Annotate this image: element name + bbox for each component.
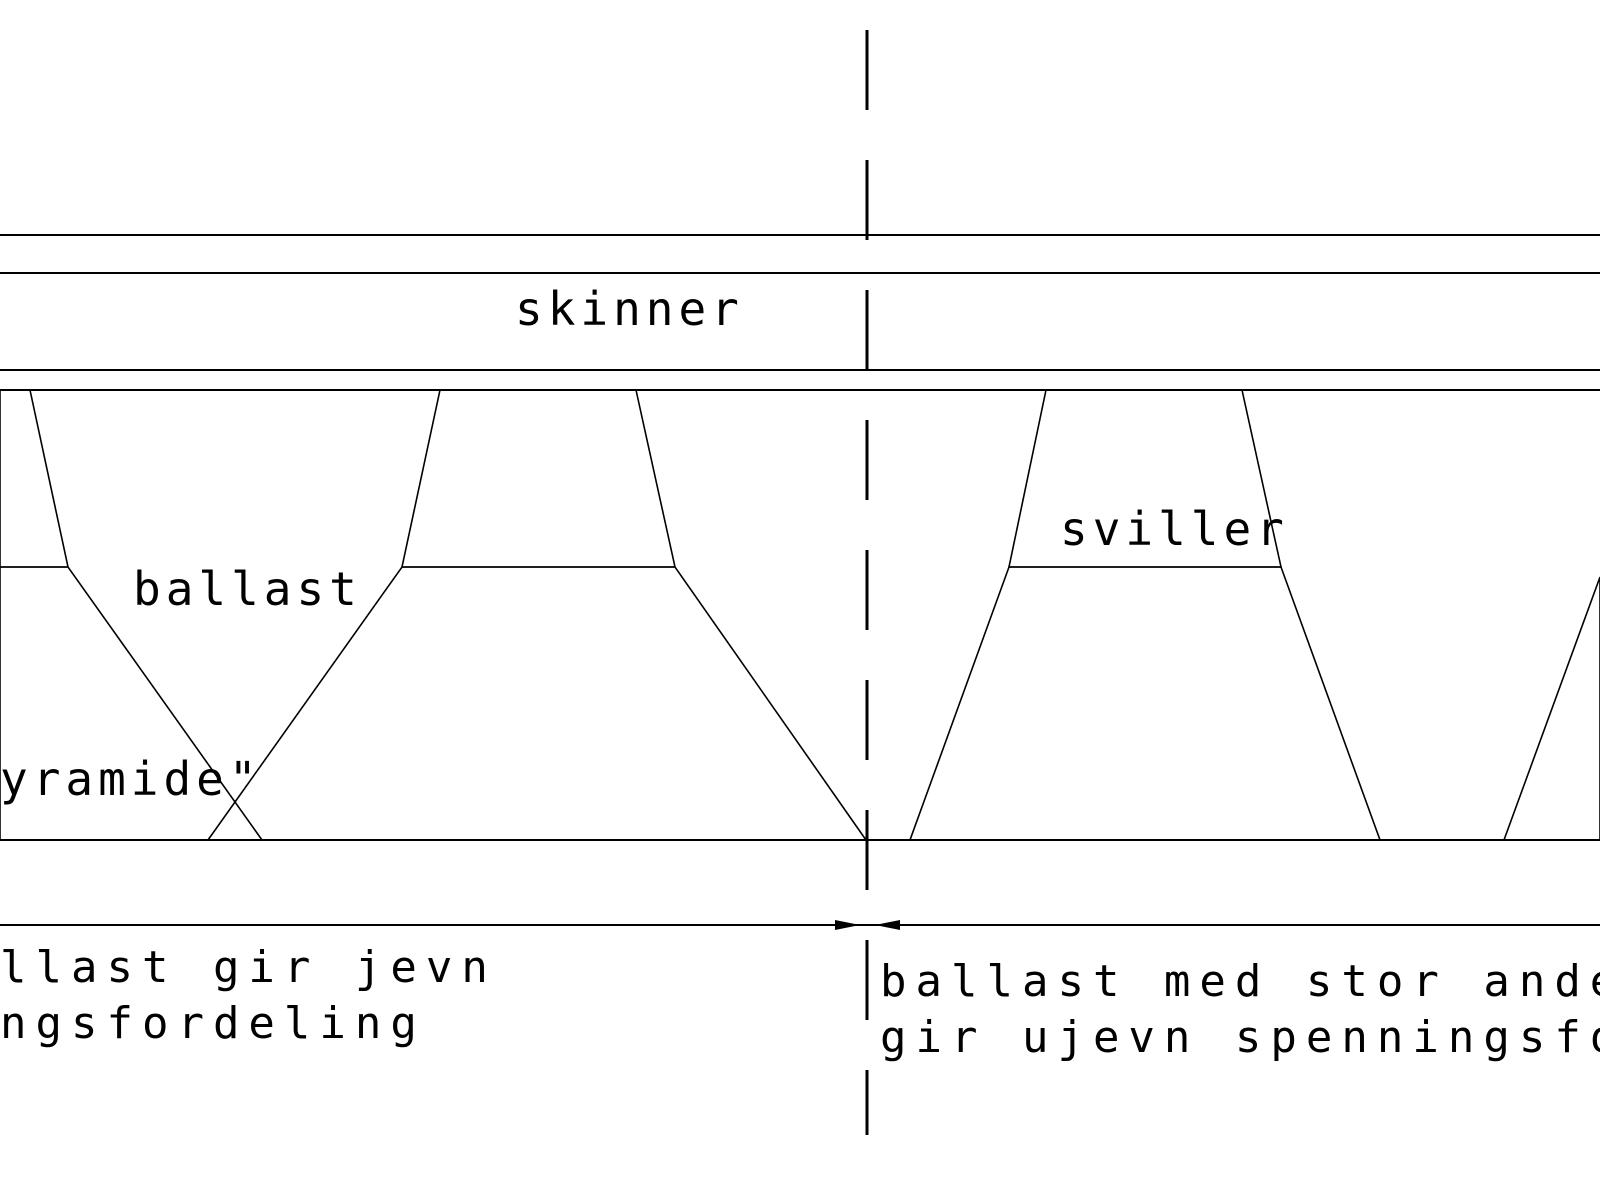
ballast-label: ballast: [133, 562, 362, 616]
sleeper-1: [401, 389, 676, 568]
sleepers-label: sviller: [1060, 502, 1289, 556]
rail-lines: [0, 234, 1600, 391]
left-caption-line2: ngsfordeling: [0, 998, 426, 1049]
pyramid-far-right: [1502, 576, 1600, 841]
axis-markers: [835, 920, 900, 995]
pyramid-right: [908, 566, 1382, 841]
arrow-marker-left: [835, 920, 860, 930]
right-caption-line2: gir ujevn spenningsforde: [880, 1012, 1600, 1063]
left-caption-line1: llast gir jevn: [0, 942, 497, 993]
arrow-marker-right: [875, 920, 900, 930]
rails-label: skinner: [515, 282, 744, 336]
right-caption-line1: ballast med stor andel s: [880, 956, 1600, 1007]
sleeper-left-partial: [0, 389, 69, 568]
pyramid-label: yramide": [0, 752, 262, 806]
